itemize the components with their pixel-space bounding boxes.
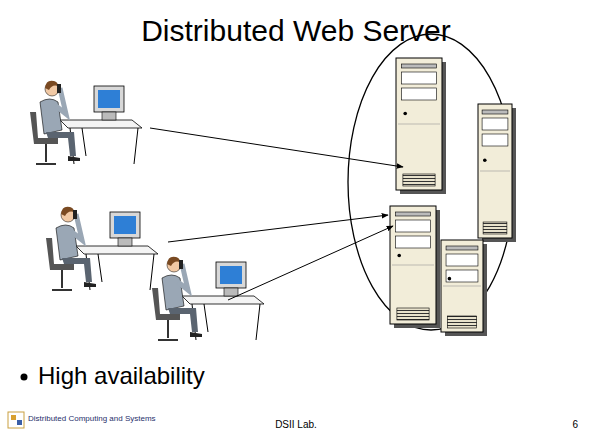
slide-title: Distributed Web Server [141, 14, 451, 48]
request-arrow [150, 128, 403, 167]
request-arrow [228, 226, 393, 300]
server-tower [478, 104, 516, 242]
server-tower [441, 240, 487, 336]
user-at-desk [30, 81, 142, 164]
request-arrow [168, 215, 388, 242]
user-at-desk [46, 207, 158, 290]
lab-logo [8, 412, 24, 428]
slide-number: 6 [572, 419, 578, 430]
bullet-dot [21, 374, 28, 381]
server-tower [396, 58, 446, 194]
bullet-text: High availability [38, 362, 205, 390]
footer-text: DSII Lab. [275, 419, 317, 430]
user-at-desk [152, 257, 264, 340]
cluster-ellipse [348, 34, 514, 330]
footer-lab-name: Distributed Computing and Systems [28, 414, 156, 423]
server-tower [390, 206, 440, 328]
